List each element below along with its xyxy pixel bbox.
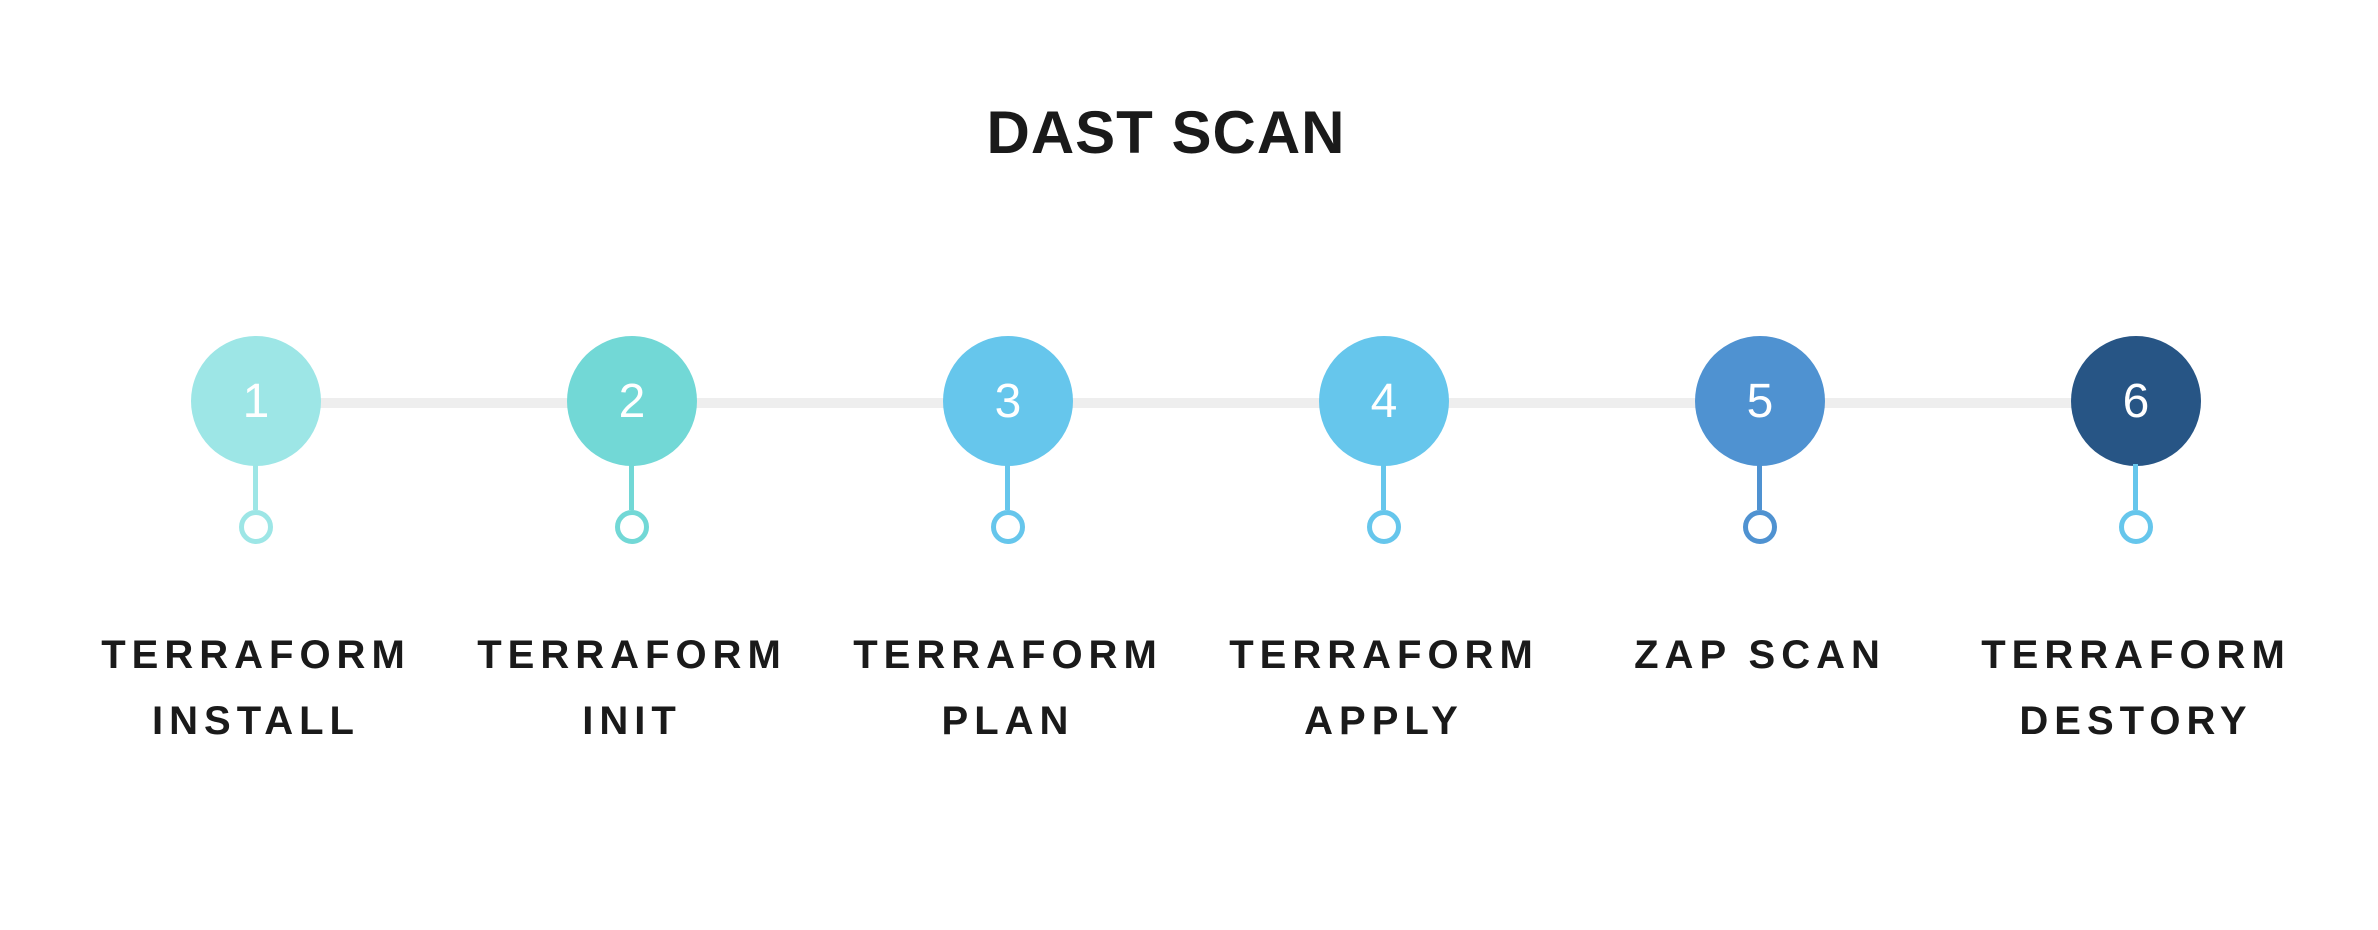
step-label: TERRAFORM APPLY xyxy=(1219,622,1549,754)
step-1: 1 TERRAFORM INSTALL xyxy=(91,0,421,930)
step-6: 6 TERRAFORM DESTORY xyxy=(1971,0,2301,930)
step-number-circle: 2 xyxy=(567,336,697,466)
step-4: 4 TERRAFORM APPLY xyxy=(1219,0,1549,930)
step-label-line: TERRAFORM xyxy=(853,633,1163,677)
step-label-line: TERRAFORM xyxy=(101,633,411,677)
step-number-circle: 4 xyxy=(1319,336,1449,466)
step-ring-marker xyxy=(615,510,649,544)
timeline-connector xyxy=(256,398,2136,408)
step-label: TERRAFORM DESTORY xyxy=(1971,622,2301,754)
step-label: ZAP SCAN xyxy=(1595,622,1925,688)
step-label-line: DESTORY xyxy=(2019,699,2253,743)
step-3: 3 TERRAFORM PLAN xyxy=(843,0,1173,930)
step-label-line: TERRAFORM xyxy=(477,633,787,677)
step-label: TERRAFORM PLAN xyxy=(843,622,1173,754)
step-label-line: PLAN xyxy=(941,699,1075,743)
step-stem xyxy=(1381,464,1386,510)
step-ring-marker xyxy=(2119,510,2153,544)
step-label: TERRAFORM INSTALL xyxy=(91,622,421,754)
step-ring-marker xyxy=(1743,510,1777,544)
step-label-line: INSTALL xyxy=(152,699,360,743)
step-label-line: TERRAFORM xyxy=(1229,633,1539,677)
step-5: 5 ZAP SCAN xyxy=(1595,0,1925,930)
step-label-line: INIT xyxy=(582,699,682,743)
step-label-line: ZAP SCAN xyxy=(1634,633,1886,677)
step-2: 2 TERRAFORM INIT xyxy=(467,0,797,930)
page-title: DAST SCAN xyxy=(986,99,1346,166)
step-stem xyxy=(253,464,258,510)
step-label: TERRAFORM INIT xyxy=(467,622,797,754)
step-stem xyxy=(1757,464,1762,510)
step-number-circle: 6 xyxy=(2071,336,2201,466)
step-number-circle: 5 xyxy=(1695,336,1825,466)
step-ring-marker xyxy=(239,510,273,544)
step-ring-marker xyxy=(991,510,1025,544)
step-label-line: APPLY xyxy=(1304,699,1464,743)
step-stem xyxy=(629,464,634,510)
step-number-circle: 1 xyxy=(191,336,321,466)
step-ring-marker xyxy=(1367,510,1401,544)
step-label-line: TERRAFORM xyxy=(1981,633,2291,677)
step-stem xyxy=(1005,464,1010,510)
step-number-circle: 3 xyxy=(943,336,1073,466)
step-stem xyxy=(2133,464,2138,510)
